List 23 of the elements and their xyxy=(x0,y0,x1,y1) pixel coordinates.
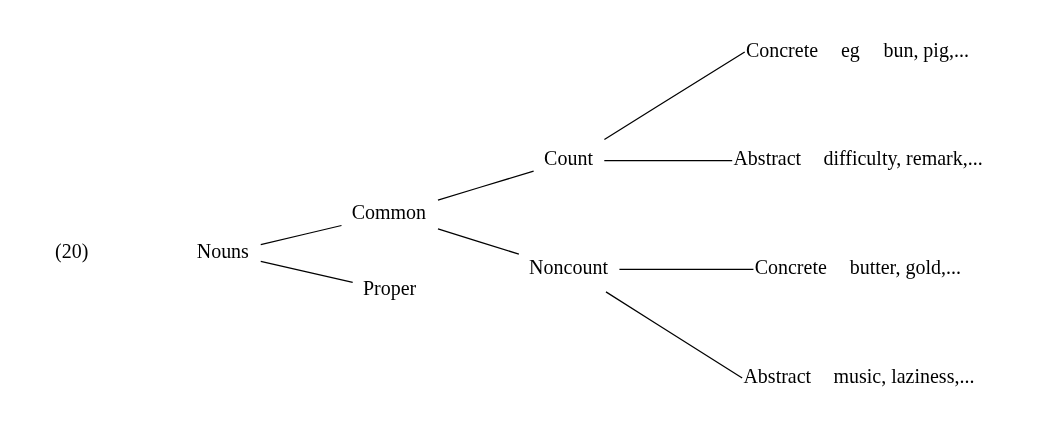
connector xyxy=(618,268,754,270)
node-text: Concrete xyxy=(754,256,827,279)
node-text: Noncount xyxy=(528,256,608,279)
node-text: Nouns xyxy=(196,239,249,262)
connector xyxy=(436,170,534,201)
node-text: Common xyxy=(351,201,426,224)
label: (20) xyxy=(54,239,88,262)
node-label: eg xyxy=(840,38,860,61)
node-label: difficulty, remark,... xyxy=(822,147,983,170)
node-text: Abstract xyxy=(742,364,811,387)
connector xyxy=(603,51,745,141)
node-text: Proper xyxy=(362,277,416,300)
node-label: music, laziness,... xyxy=(832,364,974,387)
connector xyxy=(259,260,353,284)
node-text: Count xyxy=(543,147,593,170)
node-text: Concrete xyxy=(745,38,818,61)
connector xyxy=(436,228,519,255)
connector xyxy=(603,160,733,162)
node-label: bun, pig,... xyxy=(882,38,969,61)
node-label: butter, gold,... xyxy=(849,256,961,279)
connector xyxy=(259,224,342,246)
connector xyxy=(604,291,743,379)
node-text: Abstract xyxy=(732,147,801,170)
